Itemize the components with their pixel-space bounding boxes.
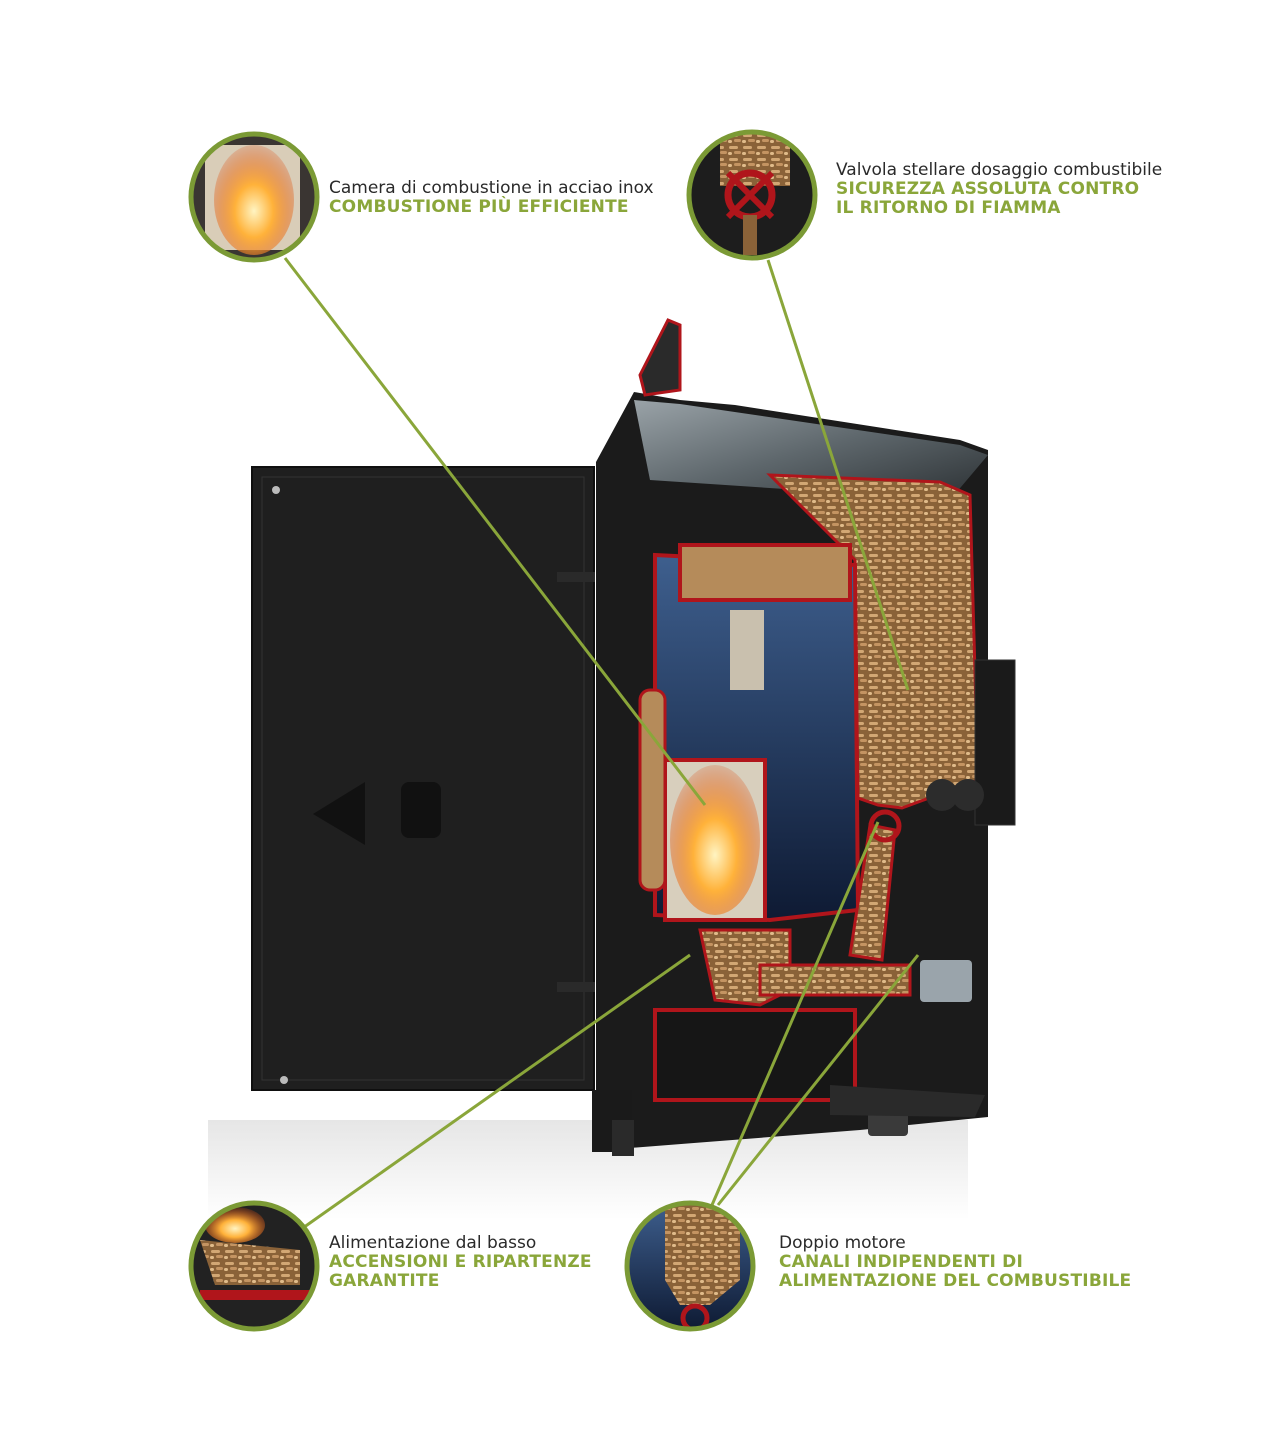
door-arrow-vent bbox=[313, 782, 365, 845]
feed-chute bbox=[848, 823, 897, 962]
door-hinge bbox=[557, 982, 595, 992]
callout-headline: ACCENSIONI E RIPARTENZE GARANTITE bbox=[329, 1253, 592, 1291]
leader-line-double-motor-b bbox=[716, 954, 920, 1206]
stove-foot bbox=[612, 1120, 634, 1156]
ash-drawer bbox=[653, 1008, 857, 1102]
door-screw bbox=[272, 486, 280, 494]
callout-title: Doppio motore bbox=[779, 1233, 906, 1253]
feed-auger bbox=[758, 963, 912, 997]
callout-headline: CANALI INDIPENDENTI DI ALIMENTAZIONE DEL… bbox=[779, 1253, 1131, 1291]
callout-headline-line: ACCENSIONI E RIPARTENZE bbox=[329, 1252, 592, 1272]
callout-headline-line: IL RITORNO DI FIAMMA bbox=[836, 198, 1061, 218]
callout-title: Alimentazione dal basso bbox=[329, 1233, 537, 1253]
callout-circle-combustion bbox=[188, 131, 320, 263]
callout-headline-line: COMBUSTIONE PIÙ EFFICIENTE bbox=[329, 197, 629, 217]
door-hinge bbox=[557, 572, 595, 582]
callout-headline-line: CANALI INDIPENDENTI DI bbox=[779, 1252, 1024, 1272]
callout-headline: SICUREZZA ASSOLUTA CONTRO IL RITORNO DI … bbox=[836, 180, 1162, 218]
callout-headline-line: SICUREZZA ASSOLUTA CONTRO bbox=[836, 179, 1140, 199]
base-tray bbox=[830, 1085, 985, 1117]
hopper-lid-interior bbox=[634, 400, 988, 500]
stove-door bbox=[251, 466, 595, 1091]
side-insulation bbox=[638, 688, 667, 892]
callout-title: Camera di combustione in acciao inox bbox=[329, 178, 654, 198]
callout-circle-bottom-feed bbox=[188, 1200, 320, 1332]
stove-body bbox=[592, 318, 1016, 1156]
callout-circle-star-valve bbox=[686, 129, 818, 261]
callout-star-valve: Valvola stellare dosaggio combustibile S… bbox=[836, 160, 1162, 218]
callout-title: Valvola stellare dosaggio combustibile bbox=[836, 160, 1163, 180]
stove-foot bbox=[868, 1110, 908, 1136]
callout-headline-line: GARANTITE bbox=[329, 1271, 440, 1291]
callout-headline: COMBUSTIONE PIÙ EFFICIENTE bbox=[329, 198, 654, 217]
fan-motor bbox=[952, 779, 984, 811]
fan-motor bbox=[926, 779, 958, 811]
insulation-top bbox=[678, 543, 852, 602]
callout-bottom-feed: Alimentazione dal basso ACCENSIONI E RIP… bbox=[329, 1233, 592, 1291]
star-valve-icon bbox=[686, 129, 818, 261]
door-square-vent bbox=[401, 782, 441, 838]
leader-line-bottom-feed bbox=[299, 953, 691, 1232]
auger-motor bbox=[920, 960, 972, 1002]
lid-flap bbox=[638, 318, 682, 397]
floor-shadow bbox=[208, 1120, 968, 1220]
flame-chamber-icon bbox=[188, 131, 320, 263]
callout-double-motor: Doppio motore CANALI INDIPENDENTI DI ALI… bbox=[779, 1233, 1131, 1291]
flue-pipe bbox=[730, 610, 764, 690]
combustion-flame bbox=[670, 765, 760, 915]
leader-line-double-motor-a bbox=[710, 821, 880, 1206]
callout-headline-line: ALIMENTAZIONE DEL COMBUSTIBILE bbox=[779, 1271, 1132, 1291]
leader-lines bbox=[283, 257, 920, 1232]
pellet-hopper-icon bbox=[624, 1200, 756, 1332]
leader-line-star-valve bbox=[766, 259, 910, 691]
bottom-feed-icon bbox=[188, 1200, 320, 1332]
door-screw bbox=[280, 1076, 288, 1084]
leader-line-combustion bbox=[283, 257, 707, 806]
star-valve bbox=[868, 809, 902, 843]
callout-combustion-chamber: Camera di combustione in acciao inox COM… bbox=[329, 178, 654, 217]
callout-circle-double-motor bbox=[624, 1200, 756, 1332]
